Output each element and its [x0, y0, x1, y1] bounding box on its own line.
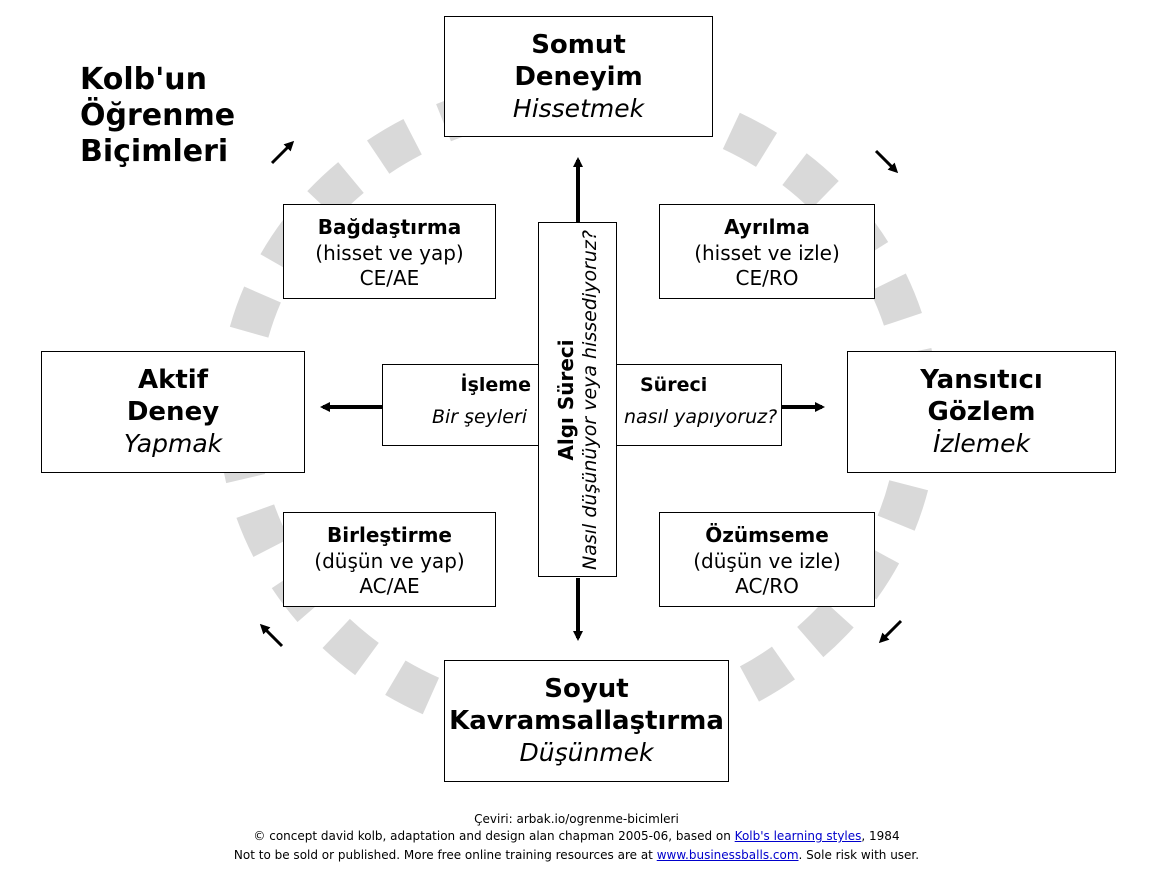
style-description: (düşün ve yap) [314, 548, 465, 573]
abstract-conceptualisation-verb: Düşünmek [519, 738, 654, 767]
style-description: (hisset ve yap) [315, 240, 464, 265]
style-name: Bağdaştırma [317, 214, 462, 239]
style-code: AC/RO [735, 573, 799, 598]
footer-translation: Çeviri: arbak.io/ogrenme-bicimleri [474, 812, 679, 826]
footer-credit-year: , 1984 [861, 829, 900, 843]
style-box-assimilating: Özümseme (düşün ve izle) AC/RO [659, 512, 875, 607]
active-experimentation-line-2: Deney [126, 397, 220, 427]
style-name: Ayrılma [724, 214, 810, 239]
style-name: Birleştirme [327, 522, 452, 547]
processing-label-right: Süreci [640, 374, 708, 396]
style-code: CE/AE [359, 265, 420, 290]
style-code: CE/RO [735, 265, 799, 290]
kolb-learning-styles-link[interactable]: Kolb's learning styles [734, 829, 862, 843]
style-description: (hisset ve izle) [694, 240, 840, 265]
diagram-title: Kolb'un Öğrenme Biçimleri [80, 62, 235, 170]
style-box-accommodating: Bağdaştırma (hisset ve yap) CE/AE [283, 204, 496, 299]
processing-text-right: nasıl yapıyoruz? [624, 406, 778, 428]
style-code: AC/AE [359, 573, 420, 598]
style-box-converging: Birleştirme (düşün ve yap) AC/AE [283, 512, 496, 607]
abstract-conceptualisation-box: Soyut Kavramsallaştırma Düşünmek [444, 660, 729, 782]
style-name: Özümseme [705, 522, 829, 547]
footer-credit-text: © concept david kolb, adaptation and des… [253, 829, 731, 843]
active-experimentation-box: Aktif Deney Yapmak [41, 351, 305, 473]
abstract-conceptualisation-line-1: Soyut [544, 674, 629, 704]
arrow-up-left-icon [259, 623, 284, 648]
arrow-down-left-icon [878, 619, 903, 644]
businessballs-link[interactable]: www.businessballs.com [656, 848, 799, 862]
abstract-conceptualisation-line-2: Kavramsallaştırma [449, 706, 724, 736]
footer: Çeviri: arbak.io/ogrenme-bicimleri © con… [0, 811, 1153, 864]
reflective-observation-box: Yansıtıcı Gözlem İzlemek [847, 351, 1116, 473]
footer-notice: Not to be sold or published. More free o… [0, 847, 1153, 864]
footer-credit: © concept david kolb, adaptation and des… [0, 828, 1153, 845]
processing-text-left: Bir şeyleri [431, 406, 527, 428]
active-experimentation-verb: Yapmak [123, 429, 223, 458]
perception-question: Nasıl düşünüyor veya hissediyoruz? [578, 229, 601, 570]
arrow-down-right-icon [874, 149, 899, 174]
reflective-observation-verb: İzlemek [932, 429, 1031, 458]
processing-label-left: İşleme [460, 374, 531, 396]
footer-notice-suffix: . Sole risk with user. [798, 848, 920, 862]
perception-continuum-box: Algı Süreci Nasıl düşünüyor veya hissedi… [538, 222, 617, 577]
footer-notice-text: Not to be sold or published. More free o… [233, 848, 653, 862]
title-line-3: Biçimleri [80, 134, 229, 169]
title-line-1: Kolb'un [80, 62, 207, 97]
reflective-observation-line-1: Yansıtıcı [920, 365, 1043, 395]
title-line-2: Öğrenme [80, 98, 236, 133]
reflective-observation-line-2: Gözlem [927, 397, 1036, 427]
concrete-experience-box: Somut Deneyim Hissetmek [444, 16, 713, 137]
active-experimentation-line-1: Aktif [137, 365, 209, 395]
style-box-diverging: Ayrılma (hisset ve izle) CE/RO [659, 204, 875, 299]
concrete-experience-line-2: Deneyim [514, 61, 643, 92]
arrow-up-right-icon [270, 140, 295, 165]
perception-label: Algı Süreci [553, 338, 578, 461]
style-description: (düşün ve izle) [693, 548, 841, 573]
concrete-experience-line-1: Somut [531, 29, 626, 60]
concrete-experience-verb: Hissetmek [512, 93, 645, 123]
